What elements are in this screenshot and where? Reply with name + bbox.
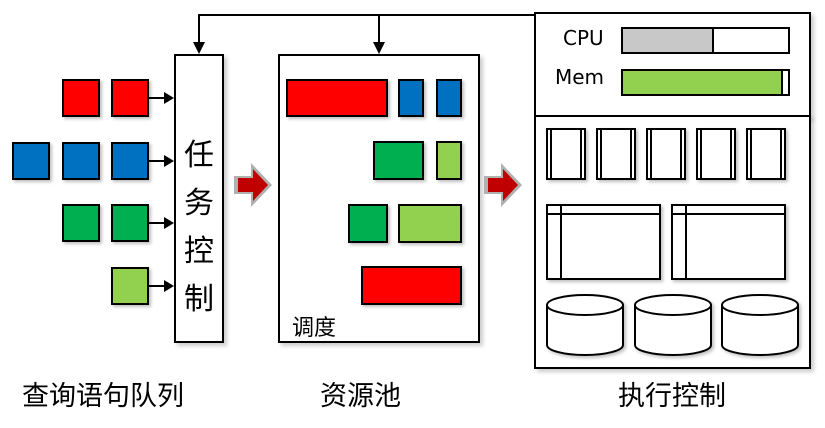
pool-block-light-green-2	[398, 204, 462, 243]
window-panel-icon	[546, 204, 661, 280]
flow-arrow-icon-2	[484, 163, 522, 207]
flow-arrow-icon-1	[234, 163, 272, 207]
arrow-right-icon	[164, 92, 174, 104]
arrow-right-icon	[164, 280, 174, 292]
database-icon	[546, 294, 624, 356]
schedule-label: 调度	[292, 316, 337, 341]
task-control-char-3: 控	[184, 234, 214, 269]
mem-usage-bar	[621, 69, 790, 96]
cpu-usage-bar	[621, 27, 790, 54]
query-block-light-green-1	[111, 267, 149, 305]
arrow-right-icon	[164, 217, 174, 229]
pool-block-blue-1	[398, 79, 424, 117]
worker-slot-icon	[746, 128, 786, 180]
pool-block-red-2	[361, 266, 462, 305]
mem-label: Mem	[555, 65, 605, 89]
execution-control-caption: 执行控制	[618, 381, 726, 412]
query-block-blue-3	[111, 142, 149, 180]
pool-block-red-1	[286, 79, 388, 117]
query-block-green-2	[111, 204, 149, 242]
worker-slot-icon	[546, 128, 586, 180]
query-queue-caption: 查询语句队列	[22, 381, 184, 412]
database-icon	[721, 294, 799, 356]
query-block-green-1	[62, 204, 100, 242]
pool-block-green-1	[373, 141, 424, 180]
feedback-line	[198, 14, 534, 44]
worker-slot-icon	[646, 128, 686, 180]
task-control-char-2: 务	[184, 186, 214, 221]
task-control-char-1: 任	[184, 138, 214, 173]
arrowhead-resource-pool	[373, 42, 385, 54]
cpu-usage-fill	[623, 29, 714, 52]
cpu-label: CPU	[563, 26, 604, 50]
task-control-box: 任 务 控 制	[174, 54, 224, 343]
worker-slot-icon	[596, 128, 636, 180]
arrowhead-task-control	[193, 42, 205, 54]
pool-block-blue-2	[436, 79, 462, 117]
query-block-red-2	[111, 79, 149, 117]
resource-pool-caption: 资源池	[320, 381, 401, 412]
mem-usage-fill	[623, 71, 784, 94]
worker-slot-icon	[696, 128, 736, 180]
database-icon	[634, 294, 712, 356]
arrow-right-icon	[164, 155, 174, 167]
pool-block-light-green-1	[436, 141, 462, 180]
queue-arrows	[149, 97, 166, 287]
task-control-char-4: 制	[184, 282, 214, 317]
query-block-blue-1	[12, 142, 50, 180]
window-panel-icon	[671, 204, 786, 280]
query-block-blue-2	[62, 142, 100, 180]
query-block-red-1	[62, 79, 100, 117]
pool-block-green-2	[348, 204, 388, 243]
